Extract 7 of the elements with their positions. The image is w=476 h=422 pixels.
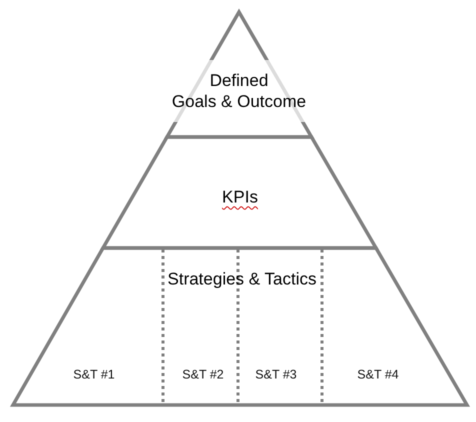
section-label: S&T #3 [255,368,297,382]
section-label: S&T #1 [73,368,115,382]
tier-label: Strategies & Tactics [168,268,316,290]
section-label: S&T #2 [182,368,224,382]
tier-label: Defined Goals & Outcome [172,70,306,112]
tier-label: KPIs [222,186,258,208]
section-label: S&T #4 [357,368,399,382]
